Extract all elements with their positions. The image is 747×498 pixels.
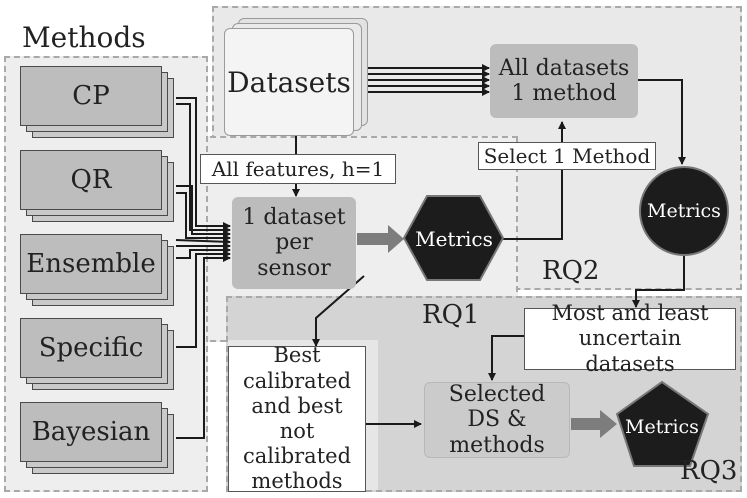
metrics-label-rq1: Metrics bbox=[415, 227, 493, 251]
metrics-to-select-line bbox=[502, 168, 563, 240]
datasets-stack: Datasets bbox=[224, 18, 372, 136]
all-features-note: All features, h=1 bbox=[200, 154, 396, 184]
method-cp: CP bbox=[20, 66, 162, 126]
metrics-circle-rq2 bbox=[639, 166, 729, 256]
method-stack-ensemble: Ensemble bbox=[20, 234, 180, 310]
datasets-to-alldatasets-arrows bbox=[366, 64, 490, 96]
dataset-to-metrics-arrow bbox=[357, 225, 404, 253]
method-specific: Specific bbox=[20, 318, 162, 378]
best-calibrated-note: Best calibrated and best not calibrated … bbox=[228, 343, 366, 493]
method-stack-cp: CP bbox=[20, 66, 180, 142]
methods-to-dataset-arrows bbox=[175, 97, 231, 439]
metrics-to-bestcalibrated-arrow bbox=[312, 275, 365, 347]
rq1-label: RQ1 bbox=[422, 300, 480, 330]
one-dataset-per-sensor-node: 1 dataset per sensor bbox=[232, 197, 356, 289]
rq3-label: RQ3 bbox=[680, 456, 738, 486]
metrics-to-mostleast-arrow bbox=[632, 256, 685, 308]
method-ensemble: Ensemble bbox=[20, 234, 162, 294]
method-stack-qr: QR bbox=[20, 150, 180, 226]
select-one-method-note: Select 1 Method bbox=[478, 142, 656, 170]
datasets-label: Datasets bbox=[227, 65, 351, 99]
method-stack-specific: Specific bbox=[20, 318, 180, 394]
rq2-label: RQ2 bbox=[542, 256, 600, 286]
selected-ds-methods-node: Selected DS & methods bbox=[424, 382, 570, 458]
metrics-pentagon-rq3 bbox=[615, 380, 710, 467]
most-least-uncertain-note: Most and least uncertain datasets bbox=[524, 301, 736, 376]
method-bayesian: Bayesian bbox=[20, 402, 162, 462]
metrics-label-rq2: Metrics bbox=[647, 200, 721, 222]
metrics-hexagon-rq1 bbox=[402, 195, 505, 281]
all-datasets-one-method-node: All datasets 1 method bbox=[490, 44, 638, 118]
selected-to-metrics-arrow bbox=[571, 410, 617, 438]
method-qr: QR bbox=[20, 150, 162, 210]
method-stack-bayesian: Bayesian bbox=[20, 402, 180, 478]
alldatasets-to-metrics-arrow bbox=[638, 79, 686, 165]
methods-title: Methods bbox=[22, 21, 146, 54]
datasets-node: Datasets bbox=[224, 28, 354, 136]
metrics-label-rq3: Metrics bbox=[625, 416, 699, 438]
